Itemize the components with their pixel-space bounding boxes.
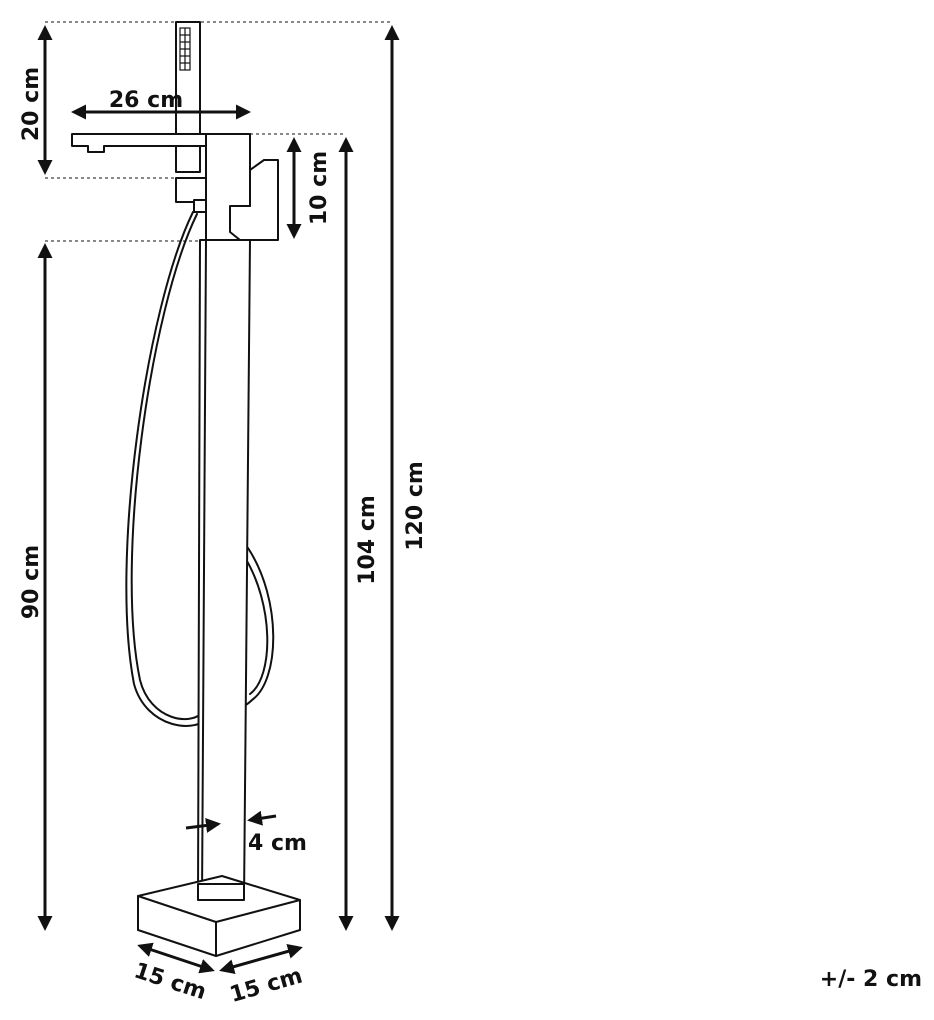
shower-hose — [130, 213, 206, 721]
label-spout-height: 104 cm — [355, 495, 380, 585]
dim-base-width — [219, 944, 303, 974]
shower-holder — [175, 177, 211, 203]
label-spout-length: 26 cm — [109, 88, 183, 113]
label-column-width: 4 cm — [248, 831, 307, 856]
label-mixer-height: 10 cm — [307, 151, 332, 225]
label-base-width: 15 cm — [227, 964, 305, 1008]
label-total-height: 120 cm — [403, 461, 428, 551]
label-column-height: 90 cm — [19, 545, 44, 619]
faucet-illustration — [71, 21, 301, 957]
dimension-labels: 20 cm 26 cm 10 cm 104 cm 120 cm 90 cm 4 … — [19, 67, 922, 1008]
dim-base-depth — [137, 942, 215, 974]
dimension-lines — [37, 25, 400, 974]
faucet-base — [137, 875, 301, 957]
dim-column-width-right — [247, 810, 277, 826]
shower-nozzles — [179, 27, 191, 71]
label-tolerance: +/- 2 cm — [820, 967, 922, 992]
dim-column-width-left — [185, 818, 221, 833]
label-head-height: 20 cm — [19, 67, 44, 141]
guide-lines — [45, 21, 392, 242]
